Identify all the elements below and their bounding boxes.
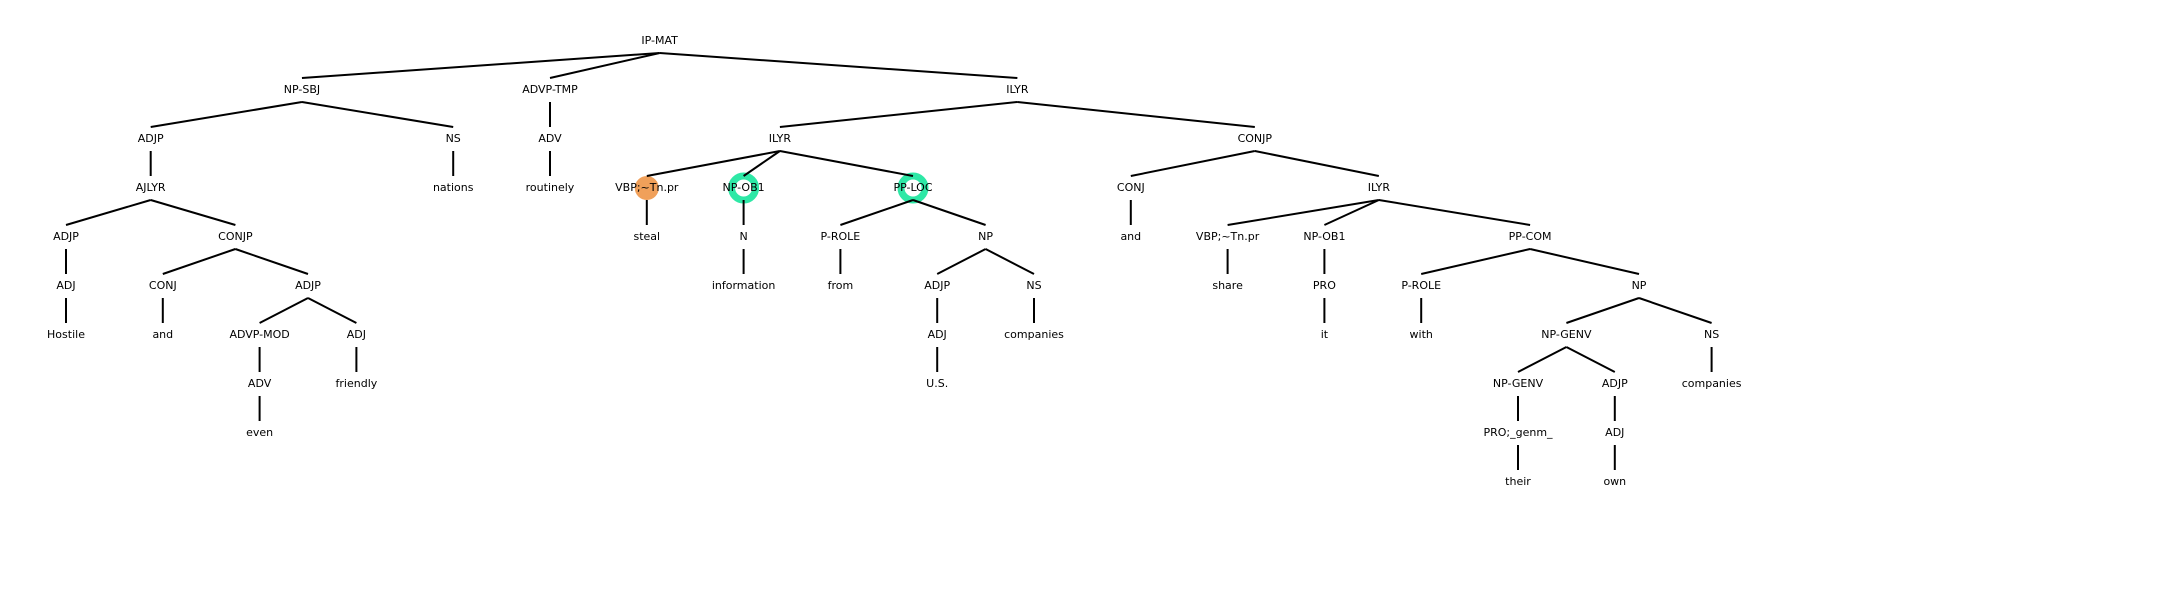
tree-edge <box>1565 346 1616 373</box>
tree-edge <box>743 150 781 177</box>
node-adjp: ADJP <box>295 279 321 292</box>
node-n: N <box>739 230 747 243</box>
word-u-s: U.S. <box>926 377 948 390</box>
tree-edge <box>1566 297 1640 324</box>
node-pro-genm: PRO;_genm_ <box>1483 426 1553 439</box>
verb-highlight-marker <box>634 176 659 200</box>
tree-edge <box>301 101 454 128</box>
tree-edge <box>779 101 1018 128</box>
node-adj: ADJ <box>928 328 947 341</box>
node-ilyr: ILYR <box>1368 181 1391 194</box>
node-adjp: ADJP <box>1602 377 1628 390</box>
node-np-genv: NP-GENV <box>1541 328 1592 341</box>
node-ns: NS <box>1704 328 1719 341</box>
node-ns: NS <box>446 132 461 145</box>
tree-edge <box>1529 248 1640 275</box>
node-ajlyr: AJLYR <box>136 181 166 194</box>
node-vbp-tn-pr: VBP;~Tn.pr <box>615 181 679 194</box>
node-adv: ADV <box>538 132 562 145</box>
word-and: and <box>152 328 173 341</box>
node-np: NP <box>978 230 993 243</box>
word-information: information <box>712 279 776 292</box>
word-and: and <box>1120 230 1141 243</box>
word-friendly: friendly <box>336 377 378 390</box>
tree-edge <box>646 150 781 177</box>
tree-edge <box>235 248 309 275</box>
node-np-ob1: NP-OB1 <box>723 181 765 194</box>
tree-edge <box>301 52 660 79</box>
tree-edge <box>1227 199 1380 226</box>
node-ilyr: ILYR <box>1006 83 1029 96</box>
node-adjp: ADJP <box>924 279 950 292</box>
tree-edge <box>307 297 357 324</box>
word-share: share <box>1212 279 1243 292</box>
tree-edge <box>1420 248 1531 275</box>
word-own: own <box>1603 475 1626 488</box>
node-adj: ADJ <box>347 328 366 341</box>
node-conjp: CONJP <box>218 230 253 243</box>
tree-edge <box>1517 346 1567 373</box>
tree-edge <box>936 248 987 275</box>
node-adjp: ADJP <box>53 230 79 243</box>
word-companies: companies <box>1682 377 1742 390</box>
word-companies: companies <box>1004 328 1064 341</box>
node-ilyr: ILYR <box>769 132 792 145</box>
node-adj: ADJ <box>1605 426 1624 439</box>
tree-edge <box>549 52 660 79</box>
node-pro: PRO <box>1313 279 1336 292</box>
node-pp-loc: PP-LOC <box>893 181 932 194</box>
node-np-ob1: NP-OB1 <box>1303 230 1345 243</box>
label-layer: IP-MATNP-SBJADJPAJLYRADJPADJHostileCONJP… <box>47 34 1742 488</box>
node-advp-tmp: ADVP-TMP <box>522 83 578 96</box>
node-conjp: CONJP <box>1238 132 1273 145</box>
node-conj: CONJ <box>1117 181 1145 194</box>
tree-edge <box>1017 101 1255 128</box>
word-with: with <box>1410 328 1433 341</box>
tree-edge <box>659 52 1018 79</box>
node-adv: ADV <box>248 377 272 390</box>
node-advp-mod: ADVP-MOD <box>229 328 289 341</box>
tree-edge <box>1638 297 1712 324</box>
tree-edge <box>1323 199 1380 226</box>
tree-edge <box>65 199 151 226</box>
word-even: even <box>246 426 273 439</box>
node-p-role: P-ROLE <box>1401 279 1441 292</box>
tree-edge <box>259 297 309 324</box>
node-adj: ADJ <box>56 279 75 292</box>
tree-edge <box>150 199 236 226</box>
node-p-role: P-ROLE <box>821 230 861 243</box>
word-routinely: routinely <box>526 181 575 194</box>
edge-layer <box>65 52 1713 470</box>
word-their: their <box>1505 475 1531 488</box>
node-ns: NS <box>1026 279 1041 292</box>
word-nations: nations <box>433 181 474 194</box>
tree-edge <box>1130 150 1256 177</box>
tree-edge <box>150 101 303 128</box>
node-np-genv: NP-GENV <box>1493 377 1544 390</box>
tree-edge <box>1378 199 1531 226</box>
node-np-sbj: NP-SBJ <box>284 83 320 96</box>
word-from: from <box>828 279 854 292</box>
tree-edge <box>985 248 1035 275</box>
node-conj: CONJ <box>149 279 177 292</box>
node-np: NP <box>1632 279 1647 292</box>
tree-edge <box>1254 150 1380 177</box>
node-pp-com: PP-COM <box>1509 230 1552 243</box>
node-vbp-tn-pr: VBP;~Tn.pr <box>1196 230 1260 243</box>
word-it: it <box>1321 328 1329 341</box>
tree-edge <box>162 248 236 275</box>
tree-edge <box>779 150 914 177</box>
tree-edge <box>912 199 986 226</box>
tree-edge <box>840 199 914 226</box>
node-ip-mat: IP-MAT <box>641 34 678 47</box>
node-adjp: ADJP <box>138 132 164 145</box>
word-steal: steal <box>633 230 660 243</box>
word-hostile: Hostile <box>47 328 85 341</box>
